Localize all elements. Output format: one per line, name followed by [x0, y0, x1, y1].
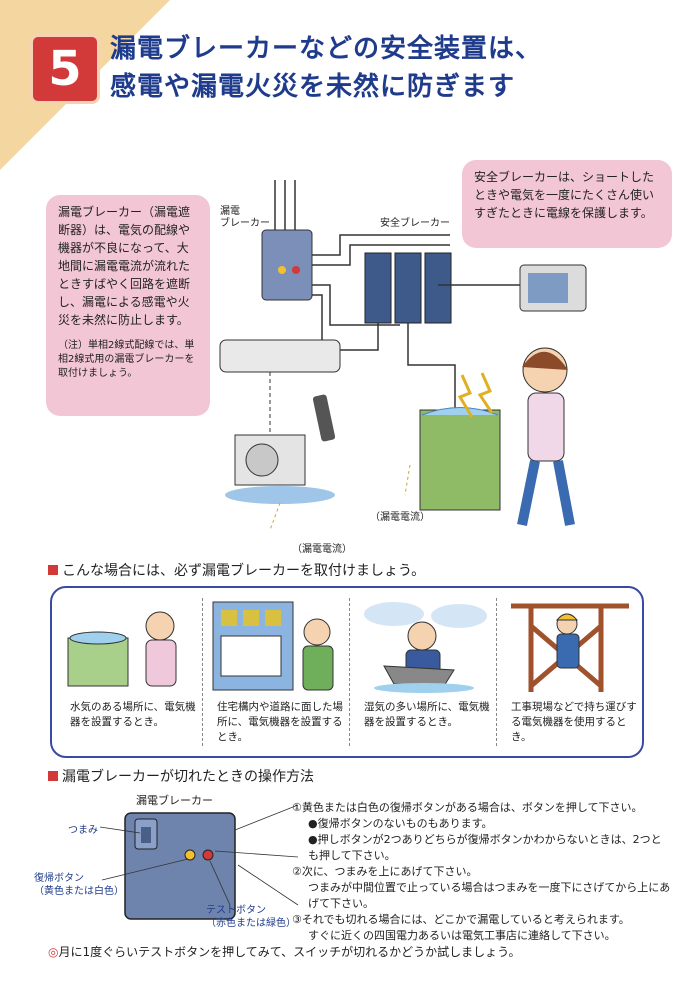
leak-current-label-1: （漏電電流）: [370, 512, 430, 523]
case-panel: 水気のある場所に、電気機器を設置するとき。: [60, 596, 198, 748]
instruction-bullet: ●押しボタンが2つありどちらが復帰ボタンかわからないときは、2つとも押して下さい…: [308, 833, 662, 862]
case-caption: 水気のある場所に、電気機器を設置するとき。: [70, 701, 196, 728]
section2-heading: 漏電ブレーカーが切れたときの操作方法: [48, 766, 314, 786]
leak-breaker-explanation-bubble: 漏電ブレーカー（漏電遮断器）は、電気の配線や機器が不良になって、大地間に漏電電流…: [46, 195, 210, 416]
instruction-step: ②次に、つまみを上にあげて下さい。: [292, 865, 478, 878]
monthly-test-reminder: ◎月に1度ぐらいテストボタンを押してみて、スイッチが切れるかどうか試しましょう。: [48, 943, 520, 960]
remote-control: [312, 394, 336, 442]
construction-scene-illustration: [511, 603, 629, 692]
leak-current-label-2: （漏電電流）: [292, 544, 352, 555]
wiring-illustration: [219, 180, 587, 531]
case-caption: 工事現場などで持ち運びする電気機器を使用するとき。: [511, 701, 637, 743]
case-caption: 湿気の多い場所に、電気機器を設置するとき。: [364, 701, 490, 728]
leak-breaker-box: [261, 229, 313, 301]
instruction-step: ①黄色または白色の復帰ボタンがある場合は、ボタンを押して下さい。: [292, 801, 643, 814]
air-conditioner: [219, 339, 341, 373]
panel-divider: [496, 598, 497, 746]
woman-figure: [517, 347, 575, 526]
washing-machine: [419, 409, 501, 511]
page-title: 漏電ブレーカーなどの安全装置は、 感電や漏電火災を未然に防ぎます: [110, 30, 680, 106]
instruction-bullet: ●復帰ボタンのないものもあります。: [308, 817, 493, 830]
single-phase-note: （注）単相2線式配線では、単相2線式用の漏電ブレーカーを取付けましょう。: [58, 340, 195, 379]
section2-heading-text: 漏電ブレーカーが切れたときの操作方法: [62, 769, 314, 785]
safety-breaker-explanation: 安全ブレーカーは、ショートしたときや電気を一度にたくさん使いすぎたときに電線を保…: [474, 170, 655, 220]
section1-heading: こんな場合には、必ず漏電ブレーカーを取付けましょう。: [48, 560, 425, 580]
cases-panel-box: 水気のある場所に、電気機器を設置するとき。 住宅構内や道路に面した場所に、電気機…: [50, 586, 644, 758]
case-panel: 住宅構内や道路に面した場所に、電気機器を設置するとき。: [207, 596, 345, 748]
service-wires: [274, 180, 296, 235]
device-title: 漏電ブレーカー: [136, 794, 213, 807]
case-caption: 住宅構内や道路に面した場所に、電気機器を設置するとき。: [217, 701, 343, 743]
reset-button-label: 復帰ボタン （黄色または白色）: [34, 873, 124, 897]
safety-breaker-explanation-bubble: 安全ブレーカーは、ショートしたときや電気を一度にたくさん使いすぎたときに電線を保…: [462, 160, 672, 248]
bullet-square: [48, 771, 58, 781]
operating-instructions: ①黄色または白色の復帰ボタンがある場合は、ボタンを押して下さい。 ●復帰ボタンの…: [292, 800, 672, 944]
instruction-detail: つまみが中間位置で止っている場合はつまみを一度下にさげてから上にあげて下さい。: [308, 881, 671, 910]
washing-scene-illustration: [67, 611, 177, 687]
instruction-detail: すぐに近くの四国電力あるいは電気工事店に連絡して下さい。: [308, 929, 616, 942]
case-panel: 工事現場などで持ち運びする電気機器を使用するとき。: [501, 596, 639, 748]
leak-breaker-explanation: 漏電ブレーカー（漏電遮断器）は、電気の配線や機器が不良になって、大地間に漏電電流…: [58, 205, 191, 327]
leak-breaker-label: 漏電 ブレーカー: [220, 206, 270, 229]
double-circle-mark: ◎: [48, 945, 59, 959]
title-line-1: 漏電ブレーカーなどの安全装置は、: [110, 34, 543, 64]
bullet-square: [48, 565, 58, 575]
safety-breaker-label: 安全ブレーカー: [380, 218, 450, 229]
storefront-scene-illustration: [212, 601, 334, 691]
safety-breakers: [364, 252, 452, 324]
case-panel: 湿気の多い場所に、電気機器を設置するとき。: [354, 596, 492, 748]
humid-scene-illustration: [364, 602, 487, 693]
panel-divider: [202, 598, 203, 746]
title-line-2: 感電や漏電火災を未然に防ぎます: [110, 72, 516, 102]
instruction-step: ③それでも切れる場合には、どこかで漏電していると考えられます。: [292, 913, 630, 926]
section-number-badge: 5: [30, 34, 100, 104]
knob-label: つまみ: [68, 825, 98, 836]
section1-heading-text: こんな場合には、必ず漏電ブレーカーを取付けましょう。: [62, 563, 426, 579]
monthly-test-text: 月に1度ぐらいテストボタンを押してみて、スイッチが切れるかどうか試しましょう。: [58, 945, 521, 959]
panel-divider: [349, 598, 350, 746]
test-button-label: テストボタン （赤色または緑色）: [206, 905, 296, 929]
leak-breaker-device-illustration: [99, 805, 299, 920]
